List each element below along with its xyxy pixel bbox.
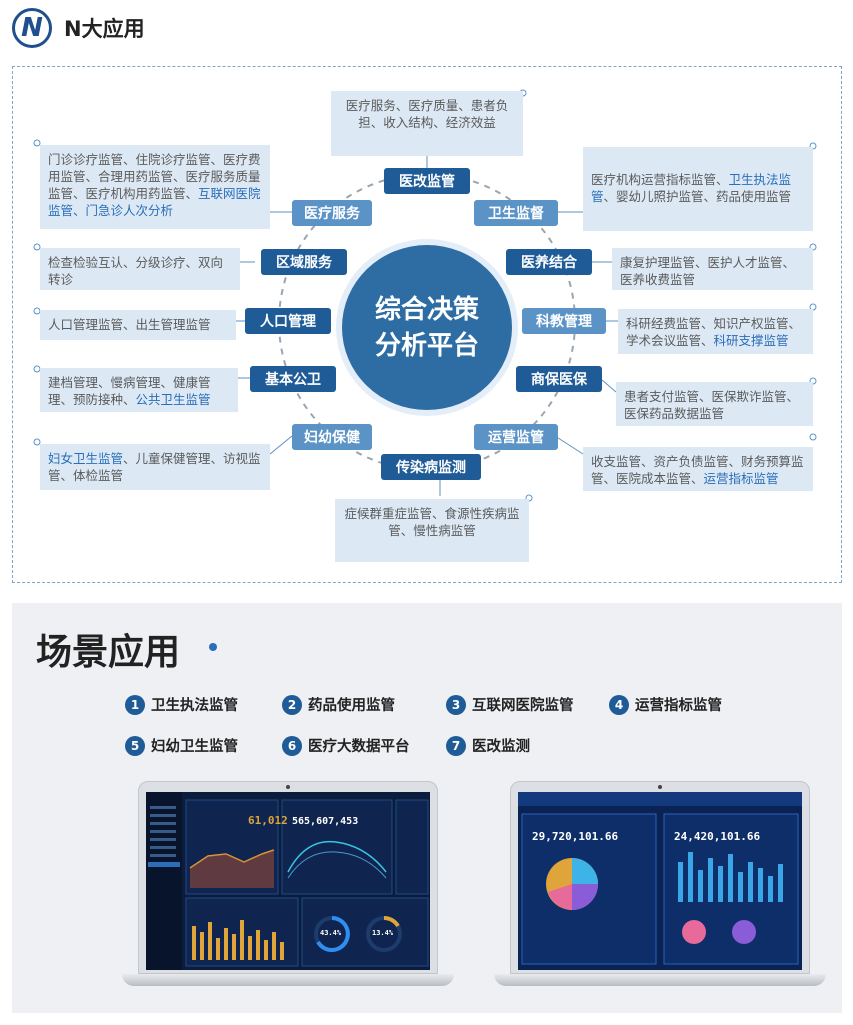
center-platform: 综合决策分析平台 [342, 245, 512, 410]
desc-weisheng-text-a: 医疗机构运营指标监管、 [591, 172, 729, 187]
scene-item-7: 7 医改监测 [446, 735, 530, 756]
item-number: 3 [446, 694, 466, 715]
desc-chuanran: 症候群重症监管、食源性疾病监管、慢性病监管 [335, 499, 529, 562]
desc-jiben: 建档管理、慢病管理、健康管理、预防接种、公共卫生监管 [40, 368, 238, 412]
dashboard-screen-2: 29,720,101.66 24,420,101.66 [518, 792, 802, 970]
node-jiben: 基本公卫 [250, 366, 336, 392]
item-number: 4 [609, 694, 629, 715]
desc-weisheng-text-b: 、婴幼儿照护监管、药品使用监管 [603, 189, 792, 204]
laptop-dashboard-2: 29,720,101.66 24,420,101.66 [494, 781, 826, 993]
desc-yigai: 医疗服务、医疗质量、患者负担、收入结构、经济效益 [331, 91, 523, 156]
scene-item-1: 1 卫生执法监管 [125, 694, 238, 715]
node-yunying: 运营监管 [474, 424, 558, 450]
item-label: 妇幼卫生监管 [151, 739, 238, 755]
desc-kejiao-highlight: 科研支撑监管 [713, 333, 789, 348]
node-weisheng: 卫生监督 [474, 200, 558, 226]
scene-title: 场景应用 [36, 632, 181, 673]
desc-quyu: 检查检验互认、分级诊疗、双向转诊 [40, 248, 240, 290]
item-number: 5 [125, 735, 145, 756]
scene-item-6: 6 医疗大数据平台 [282, 735, 410, 756]
desc-kejiao-text: 科研经费监管、知识产权监管、学术会议监管、 [626, 316, 802, 348]
item-number: 6 [282, 735, 302, 756]
page-title: N大应用 [64, 17, 145, 41]
node-fuyou: 妇幼保健 [292, 424, 372, 450]
dashboard-screen-1: 61,012 565,607,453 43.4% 13.4% [146, 792, 430, 970]
dashboard-2-stat-b: 24,420,101.66 [674, 830, 761, 843]
desc-yunying-text: 收支监管、资产负债监管、财务预算监管、医院成本监管、 [591, 454, 804, 486]
node-quyu: 区域服务 [261, 249, 347, 275]
dashboard-1-gauge-b: 13.4% [372, 929, 394, 937]
desc-yiliao-highlight: 互联网医院监管、门急诊人次分析 [48, 186, 261, 218]
desc-yiliao-text: 门诊诊疗监管、住院诊疗监管、医疗费用监管、合理用药监管、医疗服务质量监管、医疗机… [48, 152, 261, 201]
node-yiyang: 医养结合 [506, 249, 592, 275]
diagram-frame [12, 66, 842, 583]
desc-jiben-text: 建档管理、慢病管理、健康管理、预防接种、 [48, 375, 211, 407]
center-line-1: 综合决策 [374, 294, 479, 325]
desc-yunying-highlight: 运营指标监管 [703, 471, 779, 486]
dashboard-1-stat-b: 565,607,453 [292, 816, 359, 827]
desc-weisheng: 医疗机构运营指标监管、卫生执法监管、婴幼儿照护监管、药品使用监管 [583, 147, 813, 231]
node-yiliao: 医疗服务 [292, 200, 372, 226]
scene-item-3: 3 互联网医院监管 [446, 694, 574, 715]
item-label: 医疗大数据平台 [308, 739, 410, 755]
node-yigai: 医改监管 [384, 168, 470, 194]
desc-yiliao: 门诊诊疗监管、住院诊疗监管、医疗费用监管、合理用药监管、医疗服务质量监管、医疗机… [40, 145, 270, 229]
item-label: 药品使用监管 [308, 698, 395, 714]
node-kejiao: 科教管理 [522, 308, 606, 334]
node-renkou: 人口管理 [245, 308, 331, 334]
node-chuanran: 传染病监测 [381, 454, 481, 480]
desc-weisheng-highlight: 卫生执法监管 [591, 172, 792, 204]
item-label: 卫生执法监管 [151, 698, 238, 714]
laptop-dashboard-1: 61,012 565,607,453 43.4% 13.4% [122, 781, 454, 993]
desc-kejiao: 科研经费监管、知识产权监管、学术会议监管、科研支撑监管 [618, 309, 813, 354]
scene-item-4: 4 运营指标监管 [609, 694, 722, 715]
desc-shangbao: 患者支付监管、医保欺诈监管、医保药品数据监管 [616, 382, 813, 426]
center-line-2: 分析平台 [374, 330, 479, 361]
node-shangbao: 商保医保 [516, 366, 602, 392]
header: N N大应用 [12, 6, 145, 50]
dashboard-1-stat-a: 61,012 [248, 814, 288, 827]
desc-yunying: 收支监管、资产负债监管、财务预算监管、医院成本监管、运营指标监管 [583, 447, 813, 491]
scene-item-5: 5 妇幼卫生监管 [125, 735, 238, 756]
dashboard-1-gauge-a: 43.4% [320, 929, 342, 937]
item-number: 2 [282, 694, 302, 715]
desc-fuyou-text: 、儿童保健管理、访视监管、体检监管 [48, 451, 261, 483]
desc-yiyang: 康复护理监管、医护人才监管、医养收费监管 [612, 248, 813, 290]
desc-jiben-highlight: 公共卫生监管 [135, 392, 211, 407]
item-number: 7 [446, 735, 466, 756]
desc-renkou: 人口管理监管、出生管理监管 [40, 310, 236, 340]
item-number: 1 [125, 694, 145, 715]
item-label: 互联网医院监管 [472, 698, 574, 714]
dashboard-2-stat-a: 29,720,101.66 [532, 830, 619, 843]
n-logo-icon: N [12, 8, 52, 48]
item-label: 医改监测 [472, 739, 530, 755]
desc-fuyou-highlight: 妇女卫生监管 [48, 451, 124, 466]
title-dot-icon [209, 643, 217, 651]
scene-item-2: 2 药品使用监管 [282, 694, 395, 715]
desc-fuyou: 妇女卫生监管、儿童保健管理、访视监管、体检监管 [40, 444, 270, 490]
item-label: 运营指标监管 [635, 698, 722, 714]
